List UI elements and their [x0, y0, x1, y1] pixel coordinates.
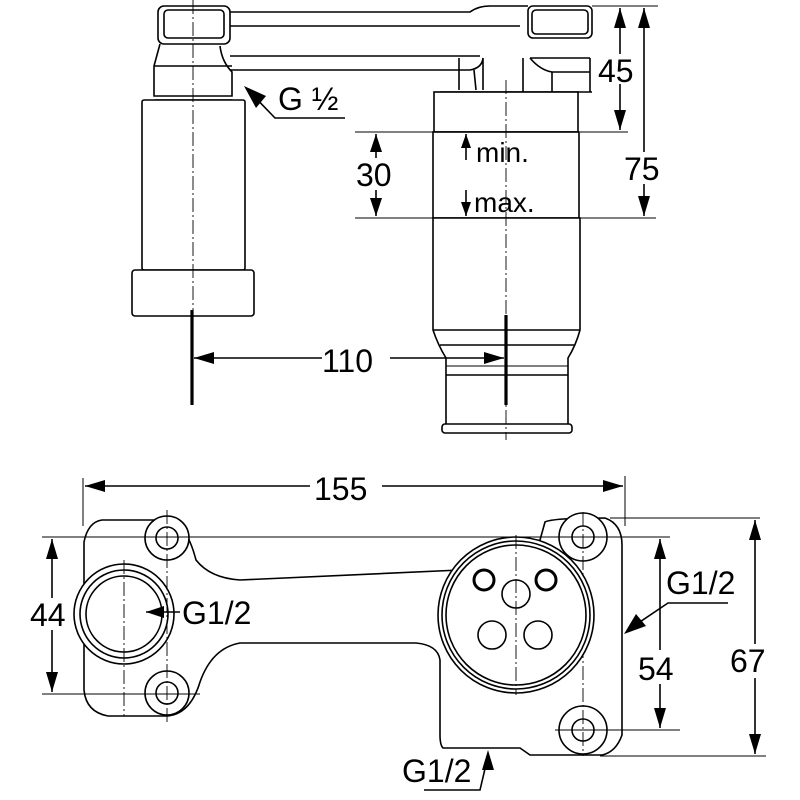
dim-44-label: 44	[30, 597, 66, 633]
dim-155-label: 155	[314, 471, 367, 507]
left-mount-holes	[144, 510, 190, 722]
dim-67: 67	[730, 520, 776, 754]
adjust-min-max: min. max.	[461, 134, 535, 218]
dim-110-label: 110	[322, 343, 373, 379]
dim-110: 110	[190, 310, 508, 405]
thread-label-side: G ½	[278, 81, 338, 117]
dim-44: 44	[30, 539, 72, 692]
dim-54-label: 54	[638, 651, 674, 687]
left-handle	[131, 5, 255, 317]
valve-disc	[437, 535, 595, 695]
thread-callout-right: G1/2	[624, 565, 735, 634]
thread-label-left: G1/2	[182, 595, 251, 631]
max-label: max.	[474, 187, 535, 218]
side-view: G ½ 45 75 30	[131, 0, 668, 440]
dim-155: 155	[82, 471, 626, 526]
thread-callout-left: G1/2	[146, 595, 251, 631]
thread-label-bottom: G1/2	[402, 753, 471, 789]
thread-label-right: G1/2	[666, 565, 735, 601]
thread-callout-side: G ½	[244, 81, 345, 119]
dim-45: 45	[580, 5, 658, 133]
dim-75: 75	[580, 8, 668, 219]
top-view: 155 44 54 67 G	[30, 471, 776, 791]
dim-30: 30	[355, 131, 433, 219]
dim-67-label: 67	[730, 643, 766, 679]
right-mount-holes	[555, 512, 612, 756]
left-port	[73, 560, 175, 716]
dim-54: 54	[638, 539, 682, 728]
min-label: min.	[476, 137, 529, 168]
dim-75-label: 75	[624, 151, 660, 187]
dim-30-label: 30	[356, 157, 392, 193]
thread-callout-bottom: G1/2	[402, 750, 494, 791]
dim-45-label: 45	[598, 53, 634, 89]
